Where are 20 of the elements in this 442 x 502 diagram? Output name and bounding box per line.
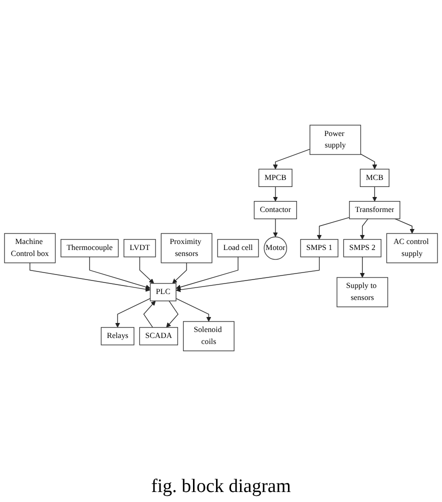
arrow	[176, 256, 320, 292]
arrow	[360, 256, 365, 278]
arrow	[143, 300, 156, 328]
arrow	[360, 218, 368, 240]
arrow	[394, 218, 415, 234]
arrow	[166, 300, 178, 328]
arrow	[272, 218, 278, 238]
arrow	[115, 298, 151, 328]
arrow	[176, 256, 238, 290]
arrow	[89, 256, 150, 290]
arrow	[272, 148, 310, 170]
arrow	[316, 217, 350, 240]
arrow	[30, 262, 150, 292]
arrow	[172, 262, 187, 284]
arrow	[176, 298, 212, 322]
arrow	[372, 186, 378, 202]
caption: fig. block diagram	[151, 476, 291, 499]
arrow	[139, 256, 154, 284]
arrow	[272, 186, 278, 202]
arrow	[360, 154, 378, 170]
